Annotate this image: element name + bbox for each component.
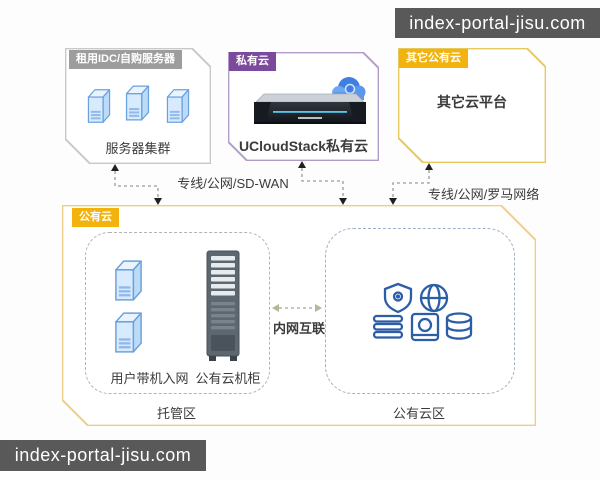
link-idc-to-public <box>114 171 159 199</box>
rack-icon <box>206 250 240 361</box>
link-label-sdwan: 专线/公网/SD-WAN <box>177 176 289 191</box>
public-cloud-zone-box <box>325 228 515 394</box>
idc-box-tag: 租用IDC/自购服务器 <box>69 50 182 69</box>
hosting-zone-box <box>85 232 270 394</box>
hosting-servers-caption: 用户带机入网 <box>110 371 189 386</box>
private-cloud-caption: UCloudStack私有云 <box>238 138 369 154</box>
other-cloud-box-fill <box>399 49 544 161</box>
rack-caption: 公有云机柜 <box>195 371 261 386</box>
link-label-roma: 专线/公网/罗马网络 <box>428 187 540 202</box>
interconnect-arrow <box>272 304 322 312</box>
watermark-bottom: index-portal-jisu.com <box>0 440 206 471</box>
public-cloud-zone-label: 公有云区 <box>392 406 445 421</box>
other-cloud-caption: 其它云平台 <box>437 94 507 110</box>
server-icon <box>165 87 191 125</box>
link-other-to-public <box>392 170 430 199</box>
server-icon <box>86 87 112 125</box>
cloud-zone-icons <box>372 282 473 342</box>
interconnect-label: 内网互联 <box>272 321 325 336</box>
other-cloud-tag: 其它公有云 <box>399 49 468 68</box>
hosting-zone-label: 托管区 <box>156 406 196 421</box>
idc-caption: 服务器集群 <box>105 141 171 156</box>
watermark-top: index-portal-jisu.com <box>395 8 600 38</box>
database-icon <box>445 312 473 340</box>
globe-icon <box>419 283 449 313</box>
server-icon <box>113 257 144 304</box>
public-cloud-box-fill <box>63 206 534 424</box>
link-private-to-public <box>301 168 344 199</box>
private-cloud-tag: 私有云 <box>229 52 276 71</box>
server-icon <box>113 309 144 356</box>
public-cloud-box <box>62 205 536 426</box>
ucloudstack-appliance-image <box>254 77 366 124</box>
arrowheads <box>111 161 433 205</box>
public-cloud-tag: 公有云 <box>72 208 119 227</box>
server-stack-icon <box>372 314 404 339</box>
shield-icon <box>383 282 413 314</box>
compute-icon <box>410 312 440 342</box>
server-icon <box>124 83 151 123</box>
